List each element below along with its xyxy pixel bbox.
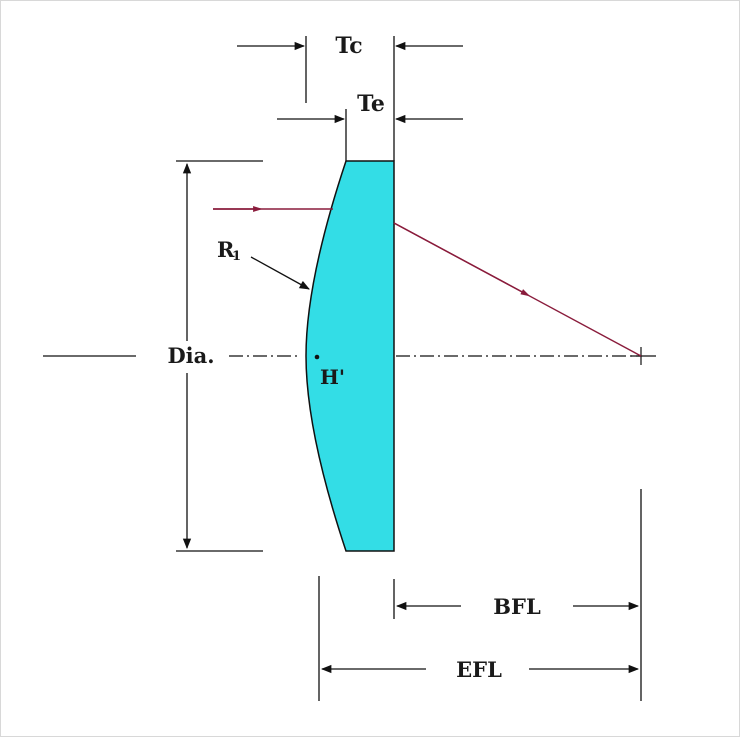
r1-leader [250,256,310,290]
efl-dimension [318,576,640,701]
tc-dimension [237,36,463,161]
r1-label: R [217,237,235,262]
te-dimension [277,109,463,161]
principal-point-marker [314,354,320,360]
efl-label: EFL [456,657,502,682]
tc-label: Tc [335,33,362,59]
r1-subscript: 1 [232,249,241,264]
diameter-label: Dia. [167,343,214,368]
optical-axis [43,347,656,365]
refracted-ray-arrow [393,222,531,297]
bfl-label: BFL [493,594,541,619]
diameter-dimension [176,160,263,552]
h-prime-label: H' [320,365,345,389]
lens-body [305,160,395,552]
te-label: Te [357,91,385,117]
bfl-dimension [393,489,642,701]
